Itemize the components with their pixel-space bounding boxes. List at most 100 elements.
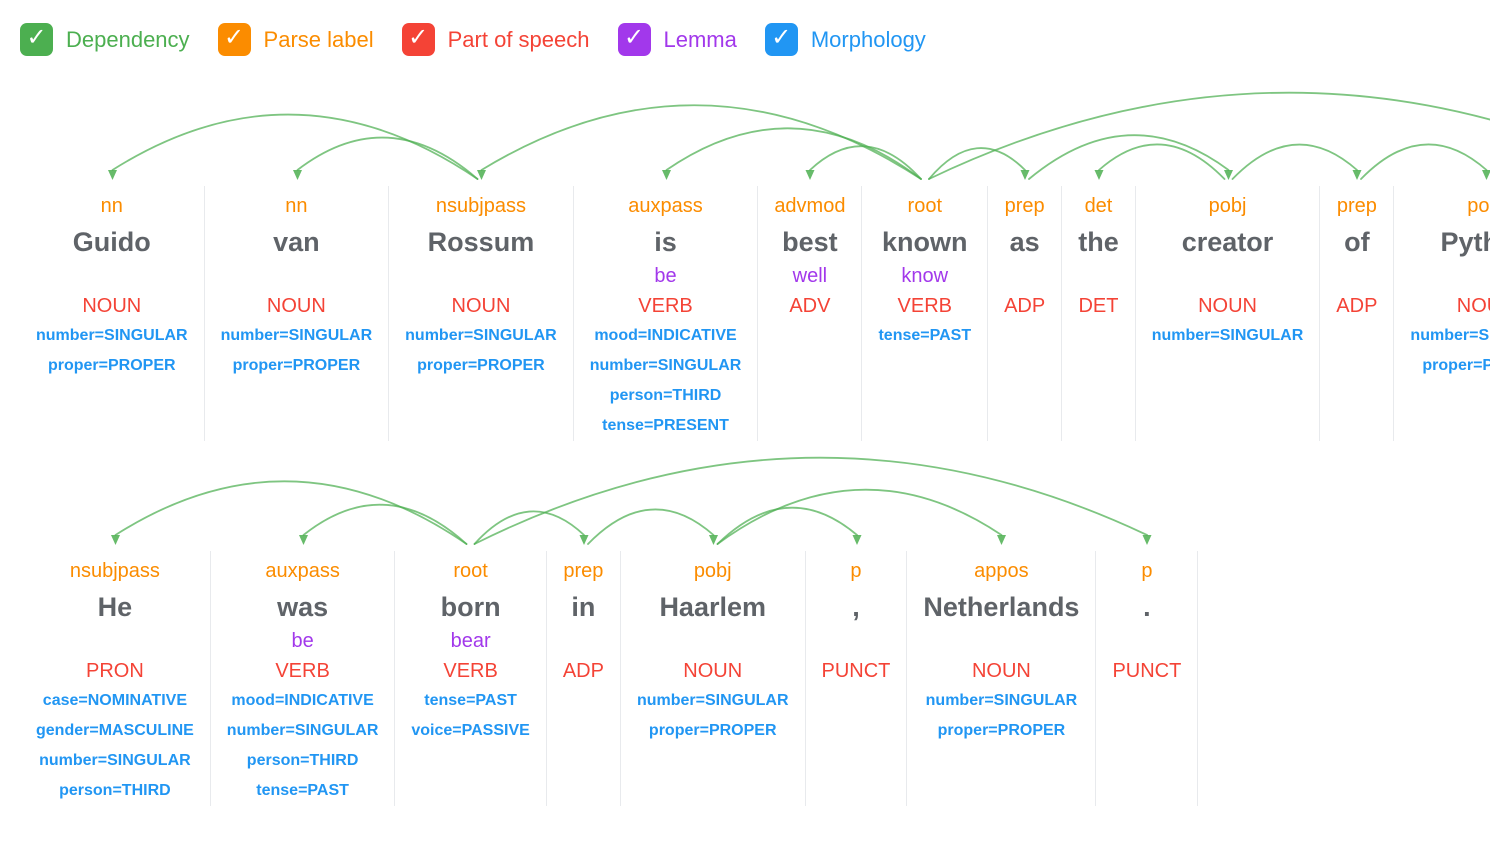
legend-item-part-of-speech[interactable]: ✓ Part of speech — [401, 22, 590, 56]
token-word: known — [882, 227, 968, 257]
token-word: of — [1344, 227, 1370, 257]
morph-feature: number=SINGULAR — [1410, 327, 1490, 344]
dependency-arcs — [108, 91, 1490, 180]
token-lemma: bear — [450, 630, 491, 652]
checkbox-part-of-speech[interactable]: ✓ — [401, 22, 435, 56]
checkbox-parse-label[interactable]: ✓ — [217, 22, 251, 56]
morph-feature: number=SINGULAR — [226, 722, 379, 739]
checkbox-lemma[interactable]: ✓ — [617, 22, 651, 56]
morph-feature: number=SINGULAR — [1151, 327, 1304, 344]
morph-feature: number=SINGULAR — [405, 327, 557, 344]
dependency-arc — [665, 127, 922, 180]
token-lemma — [1004, 261, 1045, 292]
token-column: auxpass is be VERB mood=INDICATIVE number… — [574, 186, 759, 441]
dependency-arc — [114, 480, 468, 545]
token-word: was — [277, 592, 329, 622]
arrowhead-icon — [293, 170, 302, 180]
token-word: , — [852, 592, 860, 622]
morph-feature: number=SINGULAR — [589, 357, 742, 374]
legend-item-lemma[interactable]: ✓ Lemma — [617, 22, 737, 56]
parse-label: appos — [974, 560, 1029, 582]
token-word: as — [1009, 227, 1040, 257]
arrowhead-icon — [579, 535, 589, 545]
arrowhead-icon — [709, 535, 718, 545]
dependency-arc — [111, 113, 479, 180]
morphology-list: tense=PAST — [878, 321, 971, 351]
token-word: in — [571, 592, 596, 622]
arrowhead-icon — [805, 170, 815, 180]
morph-feature: proper=PROPER — [47, 357, 176, 374]
arrowhead-icon — [108, 170, 117, 180]
part-of-speech-tag: DET — [1078, 295, 1119, 317]
arrowhead-icon — [111, 535, 120, 545]
morph-feature: tense=PAST — [424, 692, 517, 709]
dependency-arc — [1360, 143, 1488, 180]
token-lemma — [822, 626, 891, 657]
morph-feature: proper=PROPER — [648, 722, 777, 739]
token-lemma — [1152, 261, 1304, 292]
parse-label: auxpass — [265, 560, 340, 582]
arrowhead-icon — [662, 170, 671, 180]
check-icon: ✓ — [26, 24, 47, 51]
token-lemma — [1112, 626, 1181, 657]
checkbox-dependency[interactable]: ✓ — [20, 22, 53, 56]
morphology-list: mood=INDICATIVE number=SINGULAR person=THI… — [590, 321, 742, 441]
token-lemma: be — [291, 630, 314, 652]
parse-label: nn — [285, 195, 308, 217]
morph-feature: mood=INDICATIVE — [594, 327, 737, 344]
morph-feature: voice=PASSIVE — [411, 722, 530, 739]
morph-feature: number=SINGULAR — [220, 327, 373, 344]
legend-item-label: Parse label — [263, 26, 374, 52]
part-of-speech-tag: PUNCT — [1112, 660, 1182, 682]
part-of-speech-tag: VERB — [638, 295, 693, 317]
arrowhead-icon — [477, 170, 486, 180]
checkbox-morphology[interactable]: ✓ — [764, 22, 798, 56]
parse-label: auxpass — [628, 195, 703, 217]
morph-feature: case=NOMINATIVE — [42, 692, 187, 709]
legend-item-label: Morphology — [810, 26, 926, 52]
arrowhead-icon — [1482, 170, 1490, 180]
token-word: is — [654, 227, 677, 257]
legend-item-dependency[interactable]: ✓ Dependency — [20, 22, 190, 56]
token-word: He — [97, 592, 133, 622]
check-icon: ✓ — [408, 24, 429, 51]
morph-feature: person=THIRD — [609, 387, 722, 404]
morph-feature: tense=PAST — [878, 327, 972, 344]
dependency-arc — [716, 488, 1003, 545]
morph-feature: person=THIRD — [246, 752, 359, 769]
part-of-speech-tag: PUNCT — [821, 660, 891, 682]
token-lemma — [637, 626, 789, 657]
token-lemma — [405, 261, 557, 292]
legend-item-label: Part of speech — [447, 26, 590, 52]
part-of-speech-tag: NOUN — [82, 295, 142, 317]
arrowhead-icon — [852, 535, 862, 545]
parse-label: prep — [1336, 195, 1377, 217]
token-column: p . PUNCT — [1096, 551, 1199, 806]
token-word: the — [1078, 227, 1119, 257]
parse-label: pobj — [693, 560, 732, 582]
part-of-speech-tag: NOUN — [1198, 295, 1257, 317]
morphology-list: number=SINGULAR — [1152, 321, 1304, 351]
token-lemma — [1410, 261, 1490, 292]
dependency-arc — [296, 136, 479, 180]
token-lemma: be — [654, 265, 677, 287]
dependency-arc — [928, 91, 1490, 180]
token-lemma — [563, 626, 604, 657]
dependency-arc — [928, 147, 1026, 180]
token-word: Rossum — [427, 227, 535, 257]
token-word: creator — [1181, 227, 1274, 257]
morphology-list: tense=PAST voice=PASSIVE — [411, 686, 529, 746]
legend-item-parse-label[interactable]: ✓ Parse label — [217, 22, 374, 56]
legend-item-morphology[interactable]: ✓ Morphology — [764, 22, 926, 56]
part-of-speech-tag: VERB — [897, 295, 953, 317]
